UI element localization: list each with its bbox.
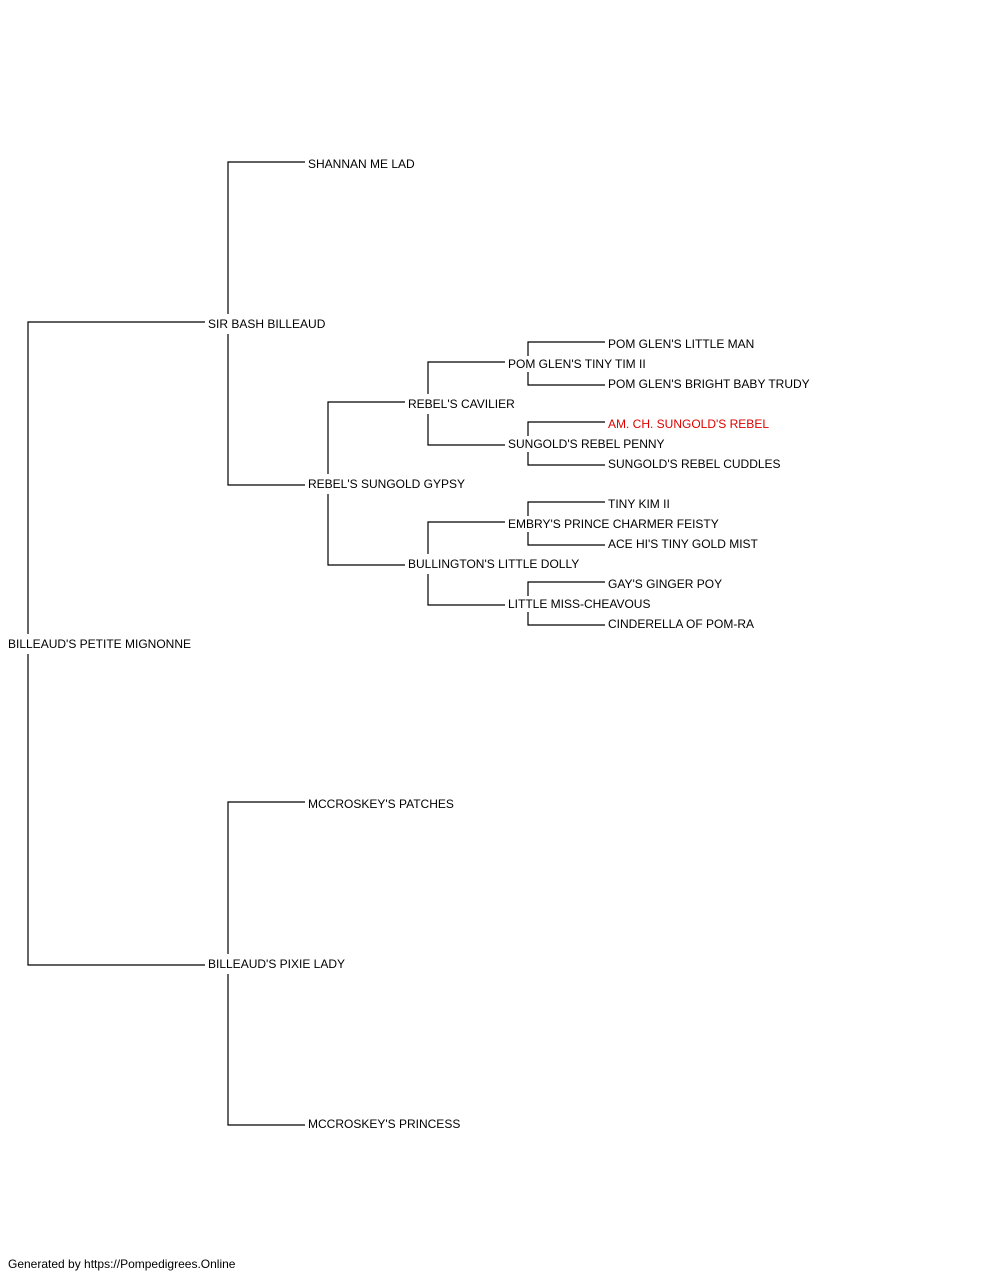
little-miss-cheavous-name[interactable]: LITTLE MISS-CHEAVOUS: [508, 597, 650, 611]
sire-sire-name[interactable]: SHANNAN ME LAD: [308, 157, 415, 171]
pom-glens-bright-baby-trudy-name[interactable]: POM GLEN'S BRIGHT BABY TRUDY: [608, 377, 810, 391]
connector-charmer-to-dam: [527, 532, 605, 546]
connector-subject-to-sire: [27, 321, 205, 634]
pedigree-connectors: [27, 161, 605, 1126]
connector-dolly-to-sire: [427, 521, 505, 554]
pedigree-labels: BILLEAUD'S PETITE MIGNONNE SIR BASH BILLE…: [8, 157, 810, 1131]
connector-tiny-tim-to-dam: [527, 372, 605, 386]
generated-by-footer: Generated by https://Pompedigrees.Online: [8, 1257, 236, 1271]
connector-subject-to-dam: [27, 654, 205, 966]
sire-dam-name[interactable]: REBEL'S SUNGOLD GYPSY: [308, 477, 465, 491]
pom-glens-little-man-name[interactable]: POM GLEN'S LITTLE MAN: [608, 337, 754, 351]
tiny-kim-ii-name[interactable]: TINY KIM II: [608, 497, 670, 511]
connector-charmer-to-sire: [527, 501, 605, 516]
embrys-prince-charmer-name[interactable]: EMBRY'S PRINCE CHARMER FEISTY: [508, 517, 719, 531]
connector-penny-to-sire: [527, 421, 605, 436]
ace-his-tiny-gold-mist-name[interactable]: ACE HI'S TINY GOLD MIST: [608, 537, 759, 551]
dam-sire-name[interactable]: MCCROSKEY'S PATCHES: [308, 797, 454, 811]
connector-sire-to-sire: [227, 161, 305, 314]
cinderella-of-pom-ra-name[interactable]: CINDERELLA OF POM-RA: [608, 617, 754, 631]
connector-sire-dam-to-dam: [327, 494, 405, 566]
sungolds-rebel-cuddles-name[interactable]: SUNGOLD'S REBEL CUDDLES: [608, 457, 781, 471]
sire-name[interactable]: SIR BASH BILLEAUD: [208, 317, 326, 331]
pom-glens-tiny-tim-name[interactable]: POM GLEN'S TINY TIM II: [508, 357, 646, 371]
subject-name[interactable]: BILLEAUD'S PETITE MIGNONNE: [8, 637, 191, 651]
connector-cavilier-to-sire: [427, 361, 505, 394]
dam-name[interactable]: BILLEAUD'S PIXIE LADY: [208, 957, 345, 971]
connector-sire-to-dam: [227, 334, 305, 486]
bullingtons-little-dolly-name[interactable]: BULLINGTON'S LITTLE DOLLY: [408, 557, 579, 571]
gays-ginger-poy-name[interactable]: GAY'S GINGER POY: [608, 577, 722, 591]
connector-cheavous-to-sire: [527, 581, 605, 596]
connector-penny-to-dam: [527, 452, 605, 466]
connector-cheavous-to-dam: [527, 612, 605, 626]
connector-cavilier-to-dam: [427, 414, 505, 446]
connector-dam-to-sire: [227, 801, 305, 954]
am-ch-sungolds-rebel-name[interactable]: AM. CH. SUNGOLD'S REBEL: [608, 417, 769, 431]
connector-tiny-tim-to-sire: [527, 341, 605, 356]
dam-dam-name[interactable]: MCCROSKEY'S PRINCESS: [308, 1117, 460, 1131]
connector-sire-dam-to-sire: [327, 401, 405, 474]
sungolds-rebel-penny-name[interactable]: SUNGOLD'S REBEL PENNY: [508, 437, 665, 451]
connector-dam-to-dam: [227, 974, 305, 1126]
connector-dolly-to-dam: [427, 574, 505, 606]
rebels-cavilier-name[interactable]: REBEL'S CAVILIER: [408, 397, 515, 411]
